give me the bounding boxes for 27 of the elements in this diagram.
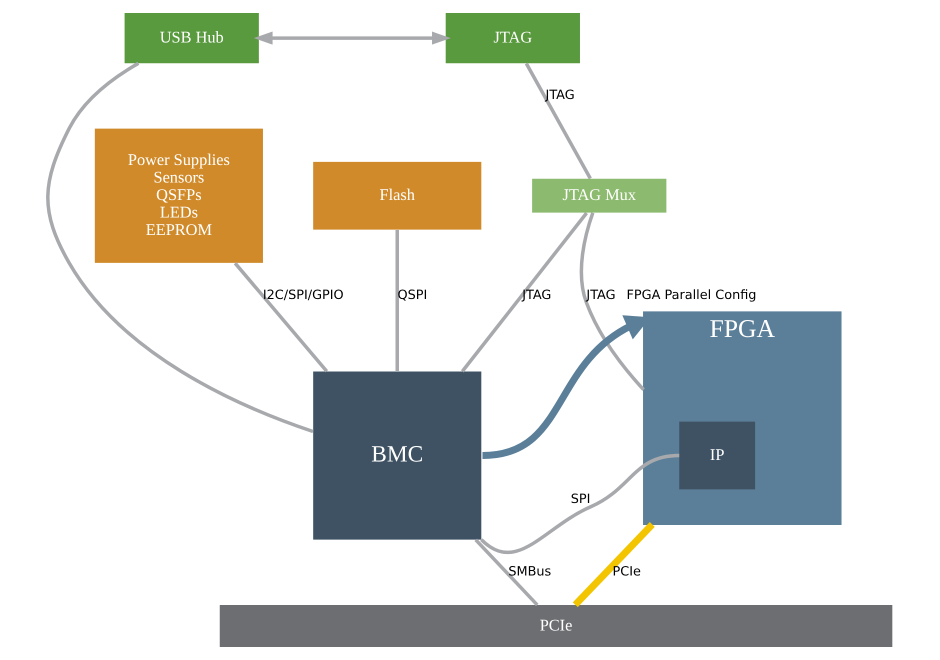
edge-label: I2C/SPI/GPIO xyxy=(262,288,344,303)
node-box: Flash xyxy=(313,162,482,230)
connector xyxy=(396,230,399,372)
node-box: BMC xyxy=(313,371,482,540)
node-box: IP xyxy=(679,422,756,490)
edge-label: SMBus xyxy=(508,564,552,580)
node-box: JTAG Mux xyxy=(532,178,666,213)
edge-label: JTAG xyxy=(546,88,575,104)
connector xyxy=(460,212,588,372)
connector xyxy=(480,454,680,554)
connector xyxy=(46,62,314,434)
edge-label: FPGA Parallel Config xyxy=(626,288,756,303)
connector xyxy=(524,62,592,180)
edge-label: QSPI xyxy=(398,288,428,303)
connector xyxy=(580,212,645,391)
arrow xyxy=(254,32,451,45)
edge-label: SPI xyxy=(570,492,590,508)
connector xyxy=(572,522,655,608)
edge-label: JTAG xyxy=(522,288,552,303)
node-box: USB Hub xyxy=(124,12,259,64)
edge-label: JTAG xyxy=(586,288,616,303)
node-box: PCIe xyxy=(220,604,892,648)
connector xyxy=(234,262,328,372)
connector xyxy=(474,538,539,606)
node-box: JTAG xyxy=(446,12,580,64)
node-box: Power Supplies Sensors QSFPs LEDs EEPROM xyxy=(94,128,263,263)
edge-label: PCIe xyxy=(612,564,641,580)
